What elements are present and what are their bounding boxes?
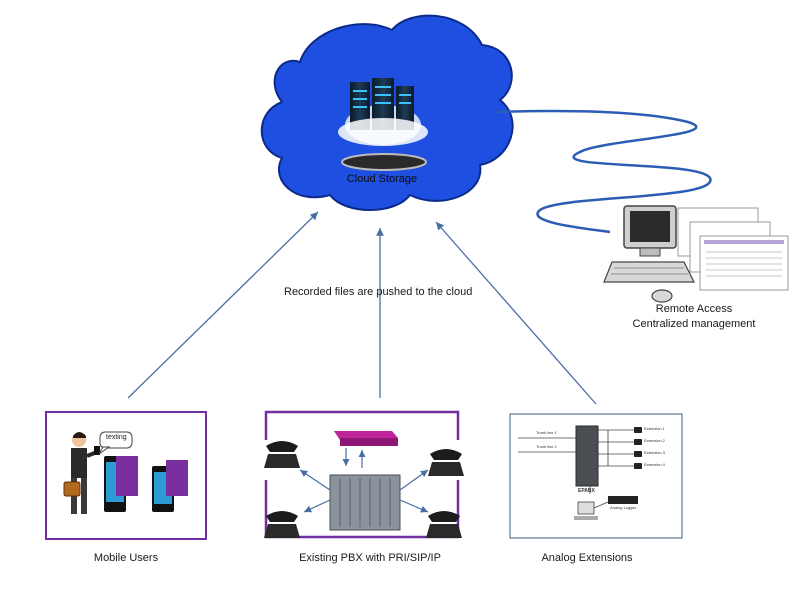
extension-3-label: Extension 3 bbox=[644, 450, 665, 455]
desk-phone-icon bbox=[264, 441, 300, 468]
analog-extensions-label: Analog Extensions bbox=[541, 552, 633, 564]
extension-1-label: Extension 1 bbox=[644, 426, 665, 431]
centralized-management-label: Centralized management bbox=[632, 318, 756, 330]
extension-2-label: Extension 2 bbox=[644, 438, 665, 443]
analog-illustration bbox=[518, 425, 642, 520]
arrow-mobile-to-cloud bbox=[127, 211, 319, 399]
remote-access-label: Remote Access bbox=[655, 303, 733, 315]
pbx-label: Existing PBX with PRI/SIP/IP bbox=[299, 552, 441, 564]
pbx-panel-border bbox=[264, 410, 460, 539]
arrow-analog-to-cloud bbox=[435, 221, 597, 405]
extension-4-label: Extension 4 bbox=[644, 462, 665, 467]
epabx-label: EPABX bbox=[578, 488, 595, 494]
trunk-line-1-label: Trunk line 1 bbox=[536, 430, 557, 435]
cloud-storage-label: Cloud Storage bbox=[346, 173, 418, 185]
trunk-line-2-label: Trunk line 2 bbox=[536, 444, 557, 449]
remote-terminal-icon bbox=[603, 205, 789, 303]
remote-connection-line bbox=[494, 109, 712, 234]
desk-phone-icon bbox=[426, 511, 462, 538]
texting-bubble-text: texting bbox=[106, 434, 127, 441]
mobile-user-illustration bbox=[63, 431, 188, 514]
desk-phone-icon bbox=[428, 449, 464, 476]
pbx-illustration bbox=[299, 431, 429, 531]
desk-phone-icon bbox=[264, 511, 300, 538]
mobile-users-label: Mobile Users bbox=[93, 552, 159, 564]
analog-logger-label: Analog Logger bbox=[610, 505, 637, 510]
push-annotation: Recorded files are pushed to the cloud bbox=[284, 286, 473, 298]
server-rack-icon bbox=[338, 78, 428, 171]
